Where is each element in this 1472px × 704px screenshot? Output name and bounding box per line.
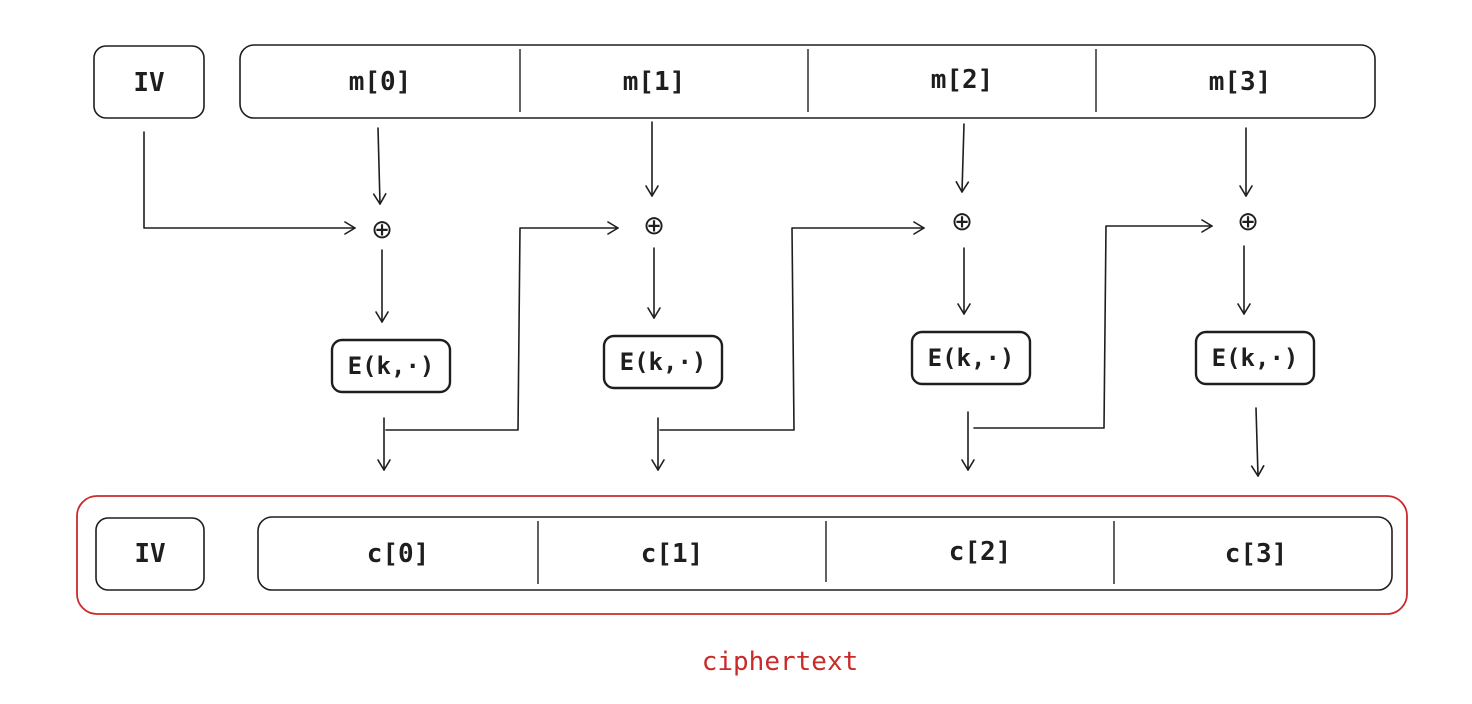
cipher-block-1: c[1] [641, 539, 704, 569]
encrypt-label: E(k,·) [620, 348, 707, 376]
chain-arrow-1-to-2 [659, 221, 925, 431]
xor-circle-icon: ⊕ [1237, 207, 1259, 237]
xor-circle-icon: ⊕ [643, 211, 665, 241]
xor-to-encrypt-arrows [375, 245, 1251, 323]
message-block-1: m[1] [623, 67, 686, 97]
cipher-block-0: c[0] [367, 539, 430, 569]
xor-operators: ⊕ ⊕ ⊕ ⊕ [371, 207, 1259, 245]
chain-arrow-0-to-1 [385, 221, 619, 431]
arrow-down-icon [372, 127, 387, 205]
encrypt-label: E(k,·) [1212, 344, 1299, 372]
chaining-arrows [385, 219, 1213, 431]
xor-circle-icon: ⊕ [371, 215, 393, 245]
encrypt-box-0: E(k,·) [330, 338, 452, 394]
message-block-3: m[3] [1209, 67, 1272, 97]
cipher-block-3: c[3] [1225, 539, 1288, 569]
ciphertext-block-bar: c[0] c[1] c[2] c[3] [257, 516, 1393, 591]
plaintext-iv-label: IV [133, 68, 164, 98]
encrypt-label: E(k,·) [348, 352, 435, 380]
plaintext-message-bar: m[0] m[1] m[2] m[3] [239, 44, 1376, 119]
arrow-down-icon [955, 123, 970, 193]
ciphertext-iv-label: IV [134, 539, 165, 569]
message-block-2: m[2] [931, 65, 994, 95]
iv-to-xor-arrow [143, 131, 356, 235]
message-to-xor-arrows [372, 121, 1253, 205]
plaintext-iv-box: IV [93, 45, 205, 119]
message-block-0: m[0] [349, 67, 412, 97]
chain-arrow-2-to-3 [973, 219, 1213, 429]
ciphertext-iv-box: IV [95, 517, 205, 591]
encrypt-box-1: E(k,·) [602, 334, 724, 390]
cipher-block-2: c[2] [949, 537, 1012, 567]
encrypt-to-cipher-arrows [377, 407, 1265, 477]
encrypt-box-2: E(k,·) [910, 330, 1032, 386]
arrow-down-icon [1250, 407, 1265, 477]
encrypt-box-3: E(k,·) [1194, 330, 1316, 386]
encrypt-label: E(k,·) [928, 344, 1015, 372]
ciphertext-caption: ciphertext [702, 647, 859, 677]
xor-circle-icon: ⊕ [951, 207, 973, 237]
ciphertext-frame [76, 495, 1408, 615]
